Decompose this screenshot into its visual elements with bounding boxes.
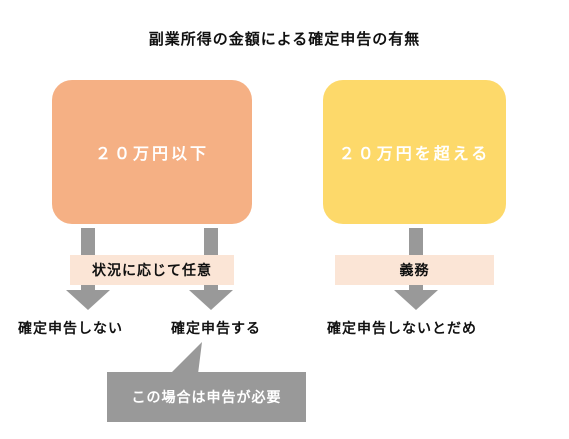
band-mandatory-label: 義務 (399, 263, 430, 279)
arrow-right-head (394, 290, 438, 310)
band-optional: 状況に応じて任意 (70, 255, 234, 285)
diagram-title: 副業所得の金額による確定申告の有無 (148, 30, 421, 48)
outcome-file: 確定申告する (171, 321, 261, 337)
outcome-must-file: 確定申告しないとだめ (327, 321, 477, 337)
box-over-200k-label: ２０万円を超える (338, 144, 491, 163)
callout-text: この場合は申告が必要 (131, 390, 282, 406)
band-mandatory: 義務 (335, 255, 494, 285)
band-optional-label: 状況に応じて任意 (92, 263, 212, 279)
callout-bubble: この場合は申告が必要 (107, 372, 306, 422)
outcome-not-file: 確定申告しない (18, 321, 123, 337)
box-under-200k-label: ２０万円以下 (94, 144, 209, 163)
box-over-200k: ２０万円を超える (323, 80, 506, 224)
arrow-middle-head (189, 290, 233, 310)
box-under-200k: ２０万円以下 (52, 80, 252, 224)
arrow-left-head (66, 290, 110, 310)
callout-pointer (170, 342, 202, 374)
